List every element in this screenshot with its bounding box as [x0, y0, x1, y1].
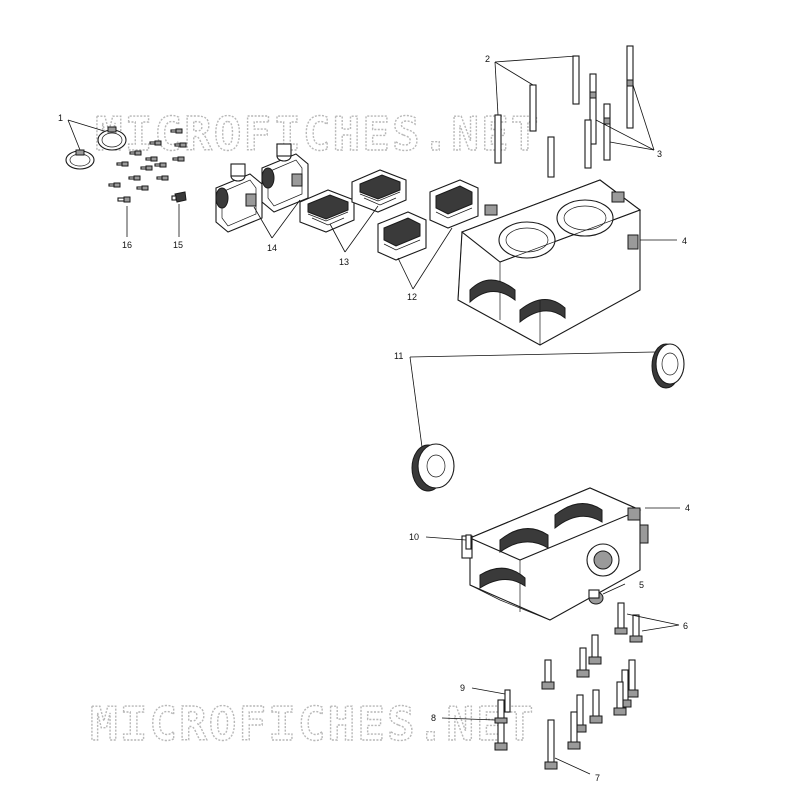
leader-6 — [626, 613, 680, 632]
watermark-top: MICROFICHES.NET — [95, 107, 540, 161]
reed-valve-part-12 — [377, 179, 479, 261]
dowel-part-10 — [465, 534, 472, 550]
callout-8: 8 — [431, 713, 436, 723]
bolt-part-7 — [541, 634, 639, 770]
callout-13: 13 — [339, 257, 349, 267]
small-bolts-cluster — [108, 128, 187, 191]
callout-4-upper: 4 — [682, 236, 687, 246]
callout-1: 1 — [58, 113, 63, 123]
leader-5 — [602, 583, 626, 595]
callout-11: 11 — [394, 351, 403, 361]
callout-7: 7 — [595, 773, 600, 783]
crankcase-upper-part-4 — [457, 179, 642, 346]
leader-2 — [494, 55, 577, 116]
fitting-part-15 — [171, 191, 187, 203]
leader-1 — [67, 119, 105, 151]
hose-clamp-part — [65, 126, 127, 170]
leader-13 — [329, 205, 379, 253]
callout-4-lower: 4 — [685, 503, 690, 513]
dowel-part-9 — [504, 689, 511, 713]
seal-part-11 — [411, 343, 685, 492]
stud-part-3 — [584, 45, 634, 169]
stud-part-6 — [614, 602, 643, 643]
leader-14 — [253, 199, 301, 239]
callout-5: 5 — [639, 580, 644, 590]
bolt-part-16 — [117, 196, 131, 203]
intake-flange-part-14 — [215, 143, 309, 233]
leader-7 — [554, 757, 591, 775]
watermark-bottom: MICROFICHES.NET — [90, 697, 535, 751]
plug-part-5 — [588, 589, 604, 605]
callout-15: 15 — [173, 240, 183, 250]
leader-12 — [397, 227, 453, 290]
crankcase-lower-part-4 — [461, 487, 649, 621]
leader-9 — [471, 687, 506, 695]
callout-2: 2 — [485, 54, 490, 64]
callout-3: 3 — [657, 149, 662, 159]
callout-16: 16 — [122, 240, 132, 250]
bolt-part-8 — [494, 699, 508, 751]
callout-14: 14 — [267, 243, 277, 253]
leader-8 — [441, 717, 496, 721]
callout-10: 10 — [409, 532, 419, 542]
leader-3 — [595, 84, 655, 151]
reed-valve-part-13 — [299, 169, 407, 233]
callout-9: 9 — [460, 683, 465, 693]
leader-10 — [425, 536, 467, 541]
callout-6: 6 — [683, 621, 688, 631]
callout-12: 12 — [407, 292, 417, 302]
leader-11 — [409, 351, 656, 448]
